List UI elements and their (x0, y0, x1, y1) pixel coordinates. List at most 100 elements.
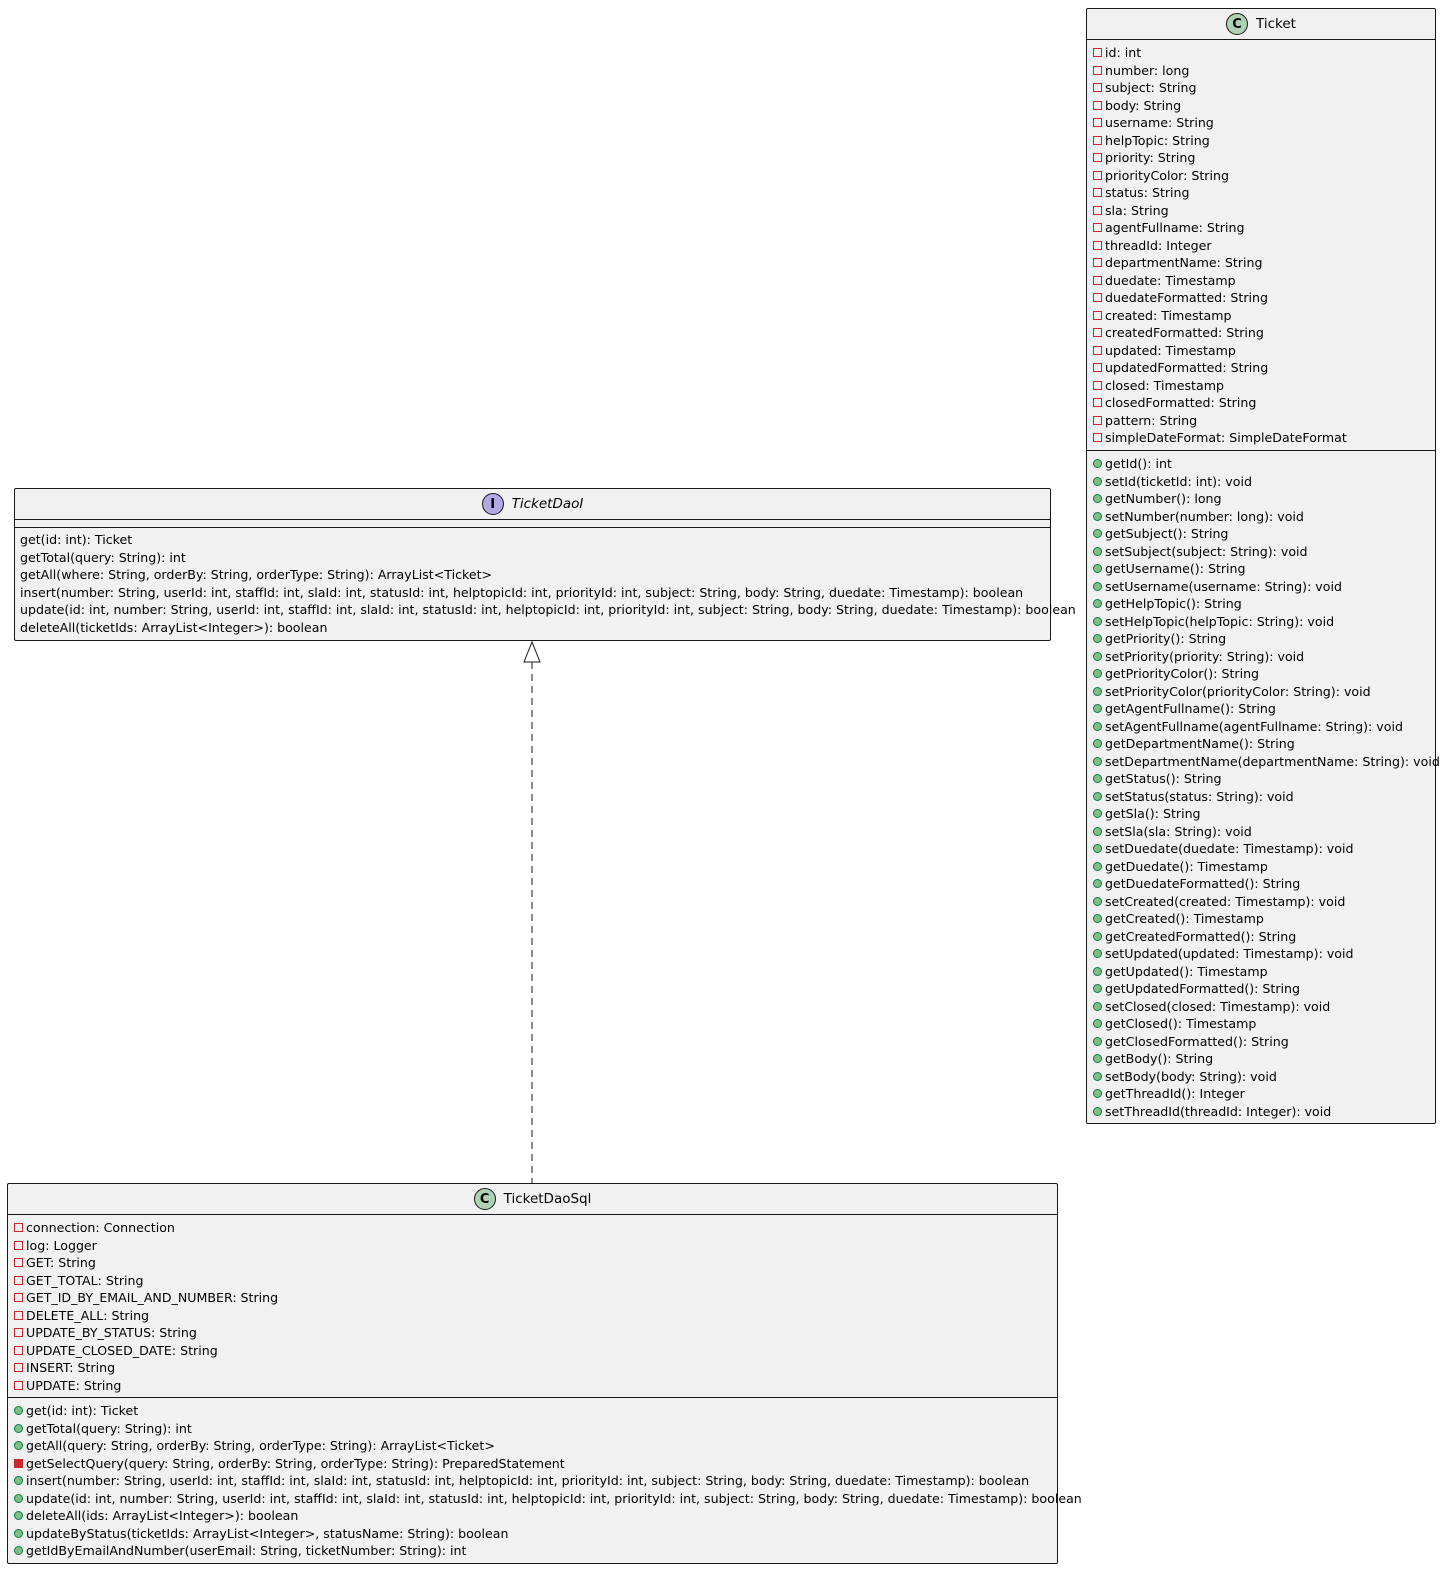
field-row: priority: String (1087, 149, 1435, 167)
private-visibility-icon (14, 1275, 23, 1285)
public-visibility-icon (1093, 686, 1102, 696)
private-visibility-icon (14, 1363, 23, 1373)
method-row-text: getClosed(): Timestamp (1105, 1016, 1257, 1031)
field-row-text: closed: Timestamp (1105, 377, 1224, 393)
public-visibility-icon (1093, 896, 1102, 906)
private-visibility-icon (1093, 380, 1102, 390)
private-visibility-icon (1093, 433, 1102, 443)
field-row-text: simpleDateFormat: SimpleDateFormat (1105, 430, 1347, 445)
private-visibility-icon (14, 1345, 23, 1355)
method-row: getTotal(query: String): int (15, 549, 1050, 567)
public-visibility-icon (1093, 844, 1102, 854)
field-row-text: helpTopic: String (1105, 132, 1210, 148)
method-row-text: getAll(where: String, orderBy: String, o… (20, 567, 493, 582)
method-row-text: getPriorityColor(): String (1105, 666, 1260, 681)
field-row: number: long (1087, 62, 1435, 80)
field-row: body: String (1087, 97, 1435, 115)
field-row-text: priority: String (1105, 150, 1196, 165)
private-visibility-icon (1093, 135, 1102, 145)
public-visibility-icon (1093, 529, 1102, 539)
field-row-text: pattern: String (1105, 412, 1198, 428)
method-row-text: update(id: int, number: String, userId: … (26, 1490, 1082, 1506)
field-row: createdFormatted: String (1087, 324, 1435, 342)
field-row: closedFormatted: String (1087, 394, 1435, 412)
field-row: log: Logger (8, 1237, 1057, 1255)
private-visibility-icon (1093, 328, 1102, 338)
method-row: setBody(body: String): void (1087, 1068, 1435, 1086)
method-row: setCreated(created: Timestamp): void (1087, 893, 1435, 911)
field-row-text: number: long (1105, 62, 1190, 78)
method-row-text: getPriority(): String (1105, 631, 1227, 646)
method-row-text: getDuedate(): Timestamp (1105, 858, 1268, 874)
field-row-text: closedFormatted: String (1105, 395, 1257, 410)
field-row: UPDATE_BY_STATUS: String (8, 1324, 1057, 1342)
field-row-text: GET_TOTAL: String (26, 1272, 144, 1288)
field-row: username: String (1087, 114, 1435, 132)
private-visibility-icon (14, 1310, 23, 1320)
method-row: getUsername(): String (1087, 560, 1435, 578)
method-row: update(id: int, number: String, userId: … (8, 1490, 1082, 1508)
private-visibility-icon (1093, 345, 1102, 355)
method-row: setAgentFullname(agentFullname: String):… (1087, 718, 1435, 736)
field-row: GET: String (8, 1254, 1057, 1272)
method-row-text: getBody(): String (1105, 1051, 1214, 1066)
method-row-text: getUsername(): String (1105, 561, 1246, 576)
private-visibility-icon (1093, 398, 1102, 408)
private-visibility-icon (1093, 205, 1102, 215)
method-row: getBody(): String (1087, 1050, 1435, 1068)
public-visibility-icon (1093, 511, 1102, 521)
field-row-text: GET_ID_BY_EMAIL_AND_NUMBER: String (26, 1290, 279, 1305)
method-row-text: setStatus(status: String): void (1105, 788, 1294, 804)
public-visibility-icon (1093, 966, 1102, 976)
method-row: setPriorityColor(priorityColor: String):… (1087, 683, 1435, 701)
method-row-text: getNumber(): long (1105, 491, 1222, 506)
fields-section (15, 520, 1050, 528)
public-visibility-icon (1093, 984, 1102, 994)
method-row-text: getUpdated(): Timestamp (1105, 963, 1268, 979)
private-visibility-icon (1093, 240, 1102, 250)
method-row: getId(): int (1087, 455, 1435, 473)
class-header: C TicketDaoSql (8, 1184, 1057, 1215)
field-row: created: Timestamp (1087, 307, 1435, 325)
public-visibility-icon (1093, 826, 1102, 836)
method-row-text: setPriorityColor(priorityColor: String):… (1105, 683, 1371, 699)
method-row-text: setClosed(closed: Timestamp): void (1105, 998, 1331, 1014)
private-visibility-icon (14, 1240, 23, 1250)
public-visibility-icon (1093, 1089, 1102, 1099)
method-row-text: setThreadId(threadId: Integer): void (1105, 1103, 1332, 1119)
method-row-text: deleteAll(ids: ArrayList<Integer>): bool… (26, 1508, 299, 1523)
private-visibility-icon (1093, 415, 1102, 425)
field-row-text: sla: String (1105, 202, 1169, 218)
field-row-text: updated: Timestamp (1105, 342, 1236, 358)
public-visibility-icon (1093, 669, 1102, 679)
field-row-text: id: int (1105, 45, 1142, 60)
field-row: GET_TOTAL: String (8, 1272, 1057, 1290)
field-row: UPDATE: String (8, 1377, 1057, 1395)
private-visibility-icon (1093, 363, 1102, 373)
method-row-text: setId(ticketId: int): void (1105, 473, 1252, 489)
field-row: DELETE_ALL: String (8, 1307, 1057, 1325)
field-row-text: createdFormatted: String (1105, 325, 1264, 340)
public-visibility-icon (1093, 791, 1102, 801)
field-row: departmentName: String (1087, 254, 1435, 272)
method-row-text: setDepartmentName(departmentName: String… (1105, 753, 1440, 769)
private-visibility-icon (14, 1223, 23, 1233)
public-visibility-icon (1093, 879, 1102, 889)
public-visibility-icon (1093, 1054, 1102, 1064)
public-visibility-icon (1093, 1001, 1102, 1011)
field-row: duedate: Timestamp (1087, 272, 1435, 290)
field-row: duedateFormatted: String (1087, 289, 1435, 307)
field-row: helpTopic: String (1087, 132, 1435, 150)
method-row: setSubject(subject: String): void (1087, 543, 1435, 561)
private-visibility-icon (14, 1458, 23, 1468)
method-row-text: getStatus(): String (1105, 771, 1222, 786)
method-row: setId(ticketId: int): void (1087, 473, 1435, 491)
public-visibility-icon (14, 1423, 23, 1433)
method-row-text: getHelpTopic(): String (1105, 596, 1242, 611)
public-visibility-icon (1093, 931, 1102, 941)
field-row-text: DELETE_ALL: String (26, 1307, 150, 1323)
field-row: updated: Timestamp (1087, 342, 1435, 360)
